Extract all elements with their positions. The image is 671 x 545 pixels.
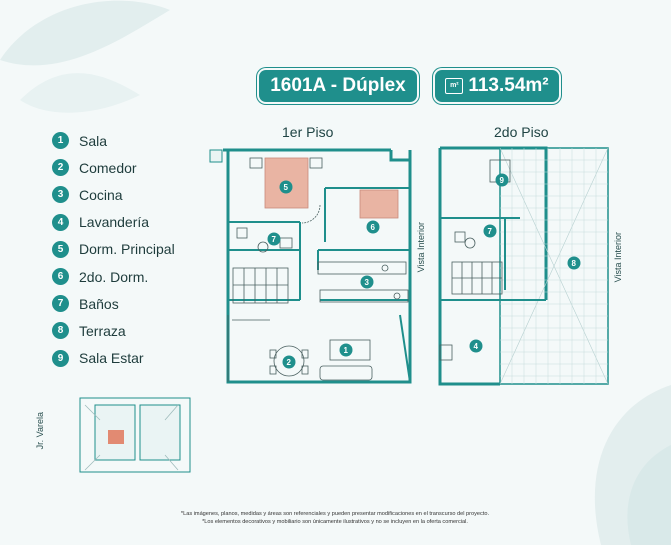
legend-item: 7 Baños (52, 290, 175, 317)
legend-item: 4 Lavandería (52, 209, 175, 236)
svg-text:7: 7 (488, 227, 493, 236)
disclaimer-line: *Los elementos decorativos y mobiliario … (202, 518, 468, 525)
area-badge: m² 113.54m² (435, 70, 559, 102)
svg-text:5: 5 (284, 183, 289, 192)
legend-number: 3 (52, 186, 69, 204)
legend-label: Baños (79, 295, 119, 312)
legend-item: 3 Cocina (52, 181, 175, 208)
legend-label: Sala (79, 132, 108, 149)
legend-item: 5 Dorm. Principal (52, 236, 175, 263)
legend-label: 2do. Dorm. (79, 268, 149, 285)
legend-number: 6 (52, 268, 69, 286)
floor1-title: 1er Piso (282, 124, 334, 140)
unit-title-badge: 1601A - Dúplex (259, 70, 417, 102)
legend-label: Cocina (79, 186, 123, 203)
svg-text:3: 3 (365, 278, 370, 287)
area-icon: m² (445, 78, 464, 94)
legend-label: Comedor (79, 159, 137, 176)
unit-title: 1601A - Dúplex (270, 75, 406, 96)
svg-text:9: 9 (500, 176, 505, 185)
legend-number: 8 (52, 322, 69, 340)
floor2-title: 2do Piso (494, 124, 549, 140)
legend-item: 8 Terraza (52, 317, 175, 344)
svg-text:8: 8 (572, 259, 577, 268)
svg-text:1: 1 (344, 346, 349, 355)
legend-item: 1 Sala (52, 127, 175, 154)
street-label: Jr. Varela (35, 412, 45, 450)
svg-text:6: 6 (371, 223, 376, 232)
legend-item: 9 Sala Estar (52, 345, 175, 372)
legend-number: 7 (52, 295, 69, 313)
legend-number: 4 (52, 213, 69, 231)
legend-label: Terraza (79, 322, 126, 339)
disclaimer: *Las imágenes, planos, medidas y áreas s… (150, 511, 520, 526)
leaf-decoration-bottom-right (594, 385, 671, 545)
disclaimer-line: *Las imágenes, planos, medidas y áreas s… (180, 511, 490, 517)
legend-number: 9 (52, 349, 69, 367)
leaf-decoration-top-left (0, 0, 170, 113)
legend-item: 6 2do. Dorm. (52, 263, 175, 290)
legend-label: Sala Estar (79, 350, 144, 367)
room-legend: 1 Sala 2 Comedor 3 Cocina 4 Lavandería 5 Dorm… (52, 127, 175, 372)
legend-number: 1 (52, 132, 69, 150)
svg-text:7: 7 (272, 235, 277, 244)
legend-number: 5 (52, 240, 69, 258)
legend-item: 2 Comedor (52, 154, 175, 181)
legend-number: 2 (52, 159, 69, 177)
svg-text:2: 2 (287, 358, 292, 367)
legend-label: Lavandería (79, 214, 150, 231)
svg-text:4: 4 (474, 342, 479, 351)
legend-label: Dorm. Principal (79, 241, 175, 258)
area-value: 113.54m² (468, 75, 549, 96)
